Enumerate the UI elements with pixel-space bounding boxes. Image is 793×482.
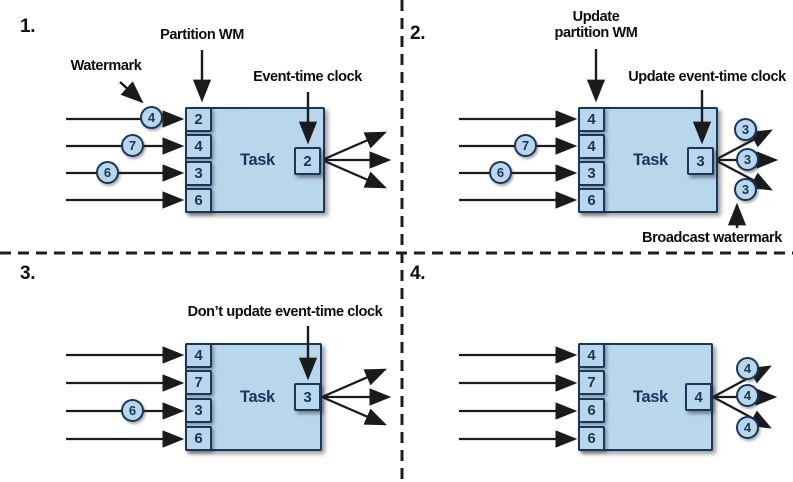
panel1-input-arrows	[66, 110, 185, 209]
panel3-task-label: Task	[240, 388, 275, 406]
panel3-watermark-circle: 6	[121, 399, 144, 422]
panel4-input-arrows	[459, 346, 578, 448]
panel2-update-event-time-clock-label: Update event-time clock	[628, 69, 786, 85]
panel3-partition-cell: 4	[185, 343, 212, 368]
panel1-partition-cell: 3	[185, 161, 212, 186]
panel1-watermark-circle: 7	[121, 134, 144, 157]
panel2-partition-cell: 3	[578, 161, 605, 186]
panel1-partition-cell: 2	[185, 107, 212, 132]
panel2-watermark-circle: 6	[489, 161, 512, 184]
panel1-partition-cell: 4	[185, 134, 212, 159]
panel3-output-arrows	[321, 368, 392, 426]
panel1-watermark-circle: 6	[96, 161, 119, 184]
panel3-event-time-clock-box: 3	[294, 383, 321, 411]
panel2-partition-cell: 6	[578, 188, 605, 213]
panel3-input-arrows	[66, 346, 185, 448]
panel2-broadcast-circle: 3	[734, 118, 757, 141]
panel2-broadcast-circle: 3	[736, 148, 759, 171]
panel4-partition-cell: 4	[578, 343, 605, 368]
panel4-number: 4.	[410, 263, 426, 284]
panel3-number: 3.	[20, 263, 36, 284]
panel1-output-arrows	[321, 131, 392, 189]
panel2-task-label: Task	[633, 151, 668, 169]
panel4-partition-cell: 6	[578, 398, 605, 423]
panel2-update-partition-wm-label: Update partition WM	[554, 9, 638, 42]
panel2-partition-cell: 4	[578, 134, 605, 159]
panel3-dont-update-clock-label: Don’t update event-time clock	[187, 304, 383, 320]
panel1-watermark-label: Watermark	[70, 58, 142, 74]
panel2-input-arrows	[459, 110, 578, 209]
panel4-event-time-clock-box: 4	[685, 383, 712, 411]
panel1-task-label: Task	[240, 151, 275, 169]
panel1-watermark-circle: 4	[140, 106, 163, 129]
panel4-task-label: Task	[633, 388, 668, 406]
annotation-arrows	[119, 49, 747, 381]
panel2-partition-cell: 4	[578, 107, 605, 132]
panel4-partition-cell: 6	[578, 426, 605, 451]
panel1-partition-cell: 6	[185, 188, 212, 213]
panel4-broadcast-circle: 4	[736, 416, 759, 439]
panel2-event-time-clock-box: 3	[687, 147, 714, 175]
panel3-partition-cell: 6	[185, 426, 212, 451]
panel1-event-time-clock-box: 2	[294, 147, 321, 175]
panel2-number: 2.	[410, 23, 426, 44]
panel1-number: 1.	[20, 16, 36, 37]
panel4-broadcast-circle: 4	[736, 384, 759, 407]
panel1-partition-wm-label: Partition WM	[160, 27, 244, 43]
panel2-broadcast-watermark-label: Broadcast watermark	[642, 230, 782, 246]
panel3-partition-cell: 3	[185, 398, 212, 423]
panel1-watermark-arrow	[119, 81, 144, 104]
panel2-watermark-circle: 7	[514, 134, 537, 157]
panel1-event-time-clock-label: Event-time clock	[253, 69, 362, 85]
panel2-broadcast-circle: 3	[734, 178, 757, 201]
panel4-broadcast-circle: 4	[736, 357, 759, 380]
panel4-partition-cell: 7	[578, 370, 605, 395]
panel3-partition-cell: 7	[185, 370, 212, 395]
